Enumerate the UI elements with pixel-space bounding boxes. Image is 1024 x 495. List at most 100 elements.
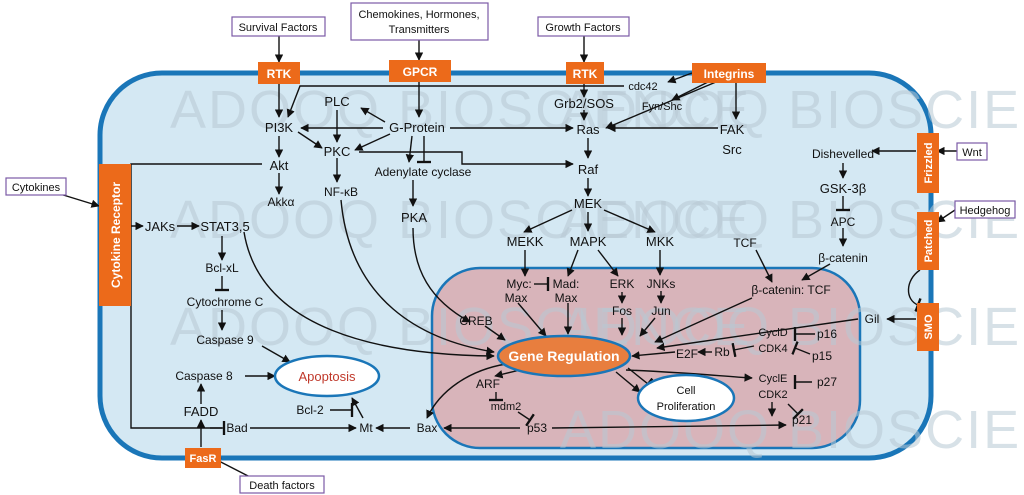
node-cdk2: CDK2 (758, 389, 787, 401)
box-death-factors: Death factors (239, 475, 325, 494)
watermark: ADOOQ BIOSCIENCE (170, 80, 751, 140)
node-fyn-shc: Fyn/Shc (642, 101, 683, 113)
node-jnks: JNKs (647, 277, 676, 291)
node-erk: ERK (610, 277, 635, 291)
watermark: ADOOQ BIOSCIENCE (170, 190, 751, 250)
svg-text:GPCR: GPCR (403, 65, 438, 79)
node-dishevelled: Dishevelled (812, 147, 874, 161)
node-mekk: MEKK (507, 234, 544, 249)
svg-text:Death factors: Death factors (249, 480, 315, 492)
box-hedgehog: Hedgehog (954, 200, 1016, 219)
node-cycld: CyclD (758, 327, 787, 339)
node-cytochrome-c: Cytochrome C (187, 295, 264, 309)
node-cdc42: cdc42 (628, 81, 657, 93)
node-p16: p16 (817, 327, 837, 341)
node-adenylate-cyclase: Adenylate cyclase (375, 165, 472, 179)
svg-text:Gene Regulation: Gene Regulation (508, 348, 619, 364)
svg-text:Hedgehog: Hedgehog (960, 205, 1011, 217)
node-nfkb: NF-κB (324, 185, 358, 199)
box-cytokines: Cytokines (5, 177, 67, 196)
node-mdm2: mdm2 (491, 401, 522, 413)
node-gil: Gil (865, 312, 880, 326)
node-b-catenin: β-catenin (818, 251, 868, 265)
node-b-catenin-tcf: β-catenin: TCF (751, 283, 830, 297)
node-akka: Akkα (268, 195, 295, 209)
watermark: ADOOQ BIOSCIENCE (560, 400, 1024, 460)
node-myc: Myc: (506, 277, 531, 291)
node-rb: Rb (714, 345, 730, 359)
node-raf: Raf (578, 162, 599, 177)
node-stat: STAT3,5 (200, 219, 249, 234)
node-arf: ARF (476, 377, 500, 391)
gene-regulation-node: Gene Regulation (496, 334, 632, 378)
node-mkk: MKK (646, 234, 675, 249)
svg-text:RTK: RTK (573, 67, 598, 81)
box-chemokines: Chemokines, Hormones, Transmitters (350, 2, 489, 41)
svg-text:Transmitters: Transmitters (389, 24, 450, 36)
svg-text:Cytokine Receptor: Cytokine Receptor (109, 182, 123, 288)
receptor-frizzled: Frizzled (917, 133, 939, 193)
receptor-rtk: RTK (258, 62, 300, 84)
svg-text:Frizzled: Frizzled (923, 143, 935, 184)
node-pi3k: PI3K (265, 120, 294, 135)
receptor-cytokine: Cytokine Receptor (99, 164, 131, 306)
node-bcl-xl: Bcl-xL (205, 261, 239, 275)
node-e2f: E2F (676, 347, 698, 361)
node-fos: Fos (612, 304, 632, 318)
svg-text:Cytokines: Cytokines (12, 182, 61, 194)
node-caspase-9: Caspase 9 (196, 333, 254, 347)
receptor-rtk: RTK (566, 62, 604, 84)
node-creb: CREB (459, 314, 492, 328)
svg-text:Survival Factors: Survival Factors (239, 22, 318, 34)
node-jun: Jun (651, 304, 670, 318)
receptor-fasr: FasR (185, 448, 221, 468)
node-ras: Ras (576, 122, 600, 137)
svg-text:RTK: RTK (267, 67, 292, 81)
node-gsk-3b: GSK-3β (820, 181, 867, 196)
node-fak: FAK (720, 122, 745, 137)
pathway-arrows (59, 36, 957, 479)
node-labels: PI3K PLC G-Protein PKC Akt Akkα NF-κB Ad… (145, 81, 880, 435)
node-tcf: TCF (733, 236, 756, 250)
node-mek: MEK (574, 196, 603, 211)
node-mad: Mad: (553, 277, 580, 291)
node-bad: Bad (226, 421, 247, 435)
receptor-smo: SMO (917, 303, 939, 351)
node-jaks: JAKs (145, 219, 176, 234)
node-g-protein: G-Protein (389, 120, 445, 135)
node-pkc: PKC (324, 144, 351, 159)
node-max: Max (505, 291, 528, 305)
svg-text:Proliferation: Proliferation (657, 401, 716, 413)
receptor-integrins: Integrins (692, 63, 766, 83)
svg-text:Wnt: Wnt (962, 147, 982, 159)
node-p53: p53 (527, 421, 547, 435)
node-src: Src (722, 142, 742, 157)
node-pka: PKA (401, 210, 427, 225)
receptor-gpcr: GPCR (389, 60, 451, 82)
svg-text:Chemokines, Hormones,: Chemokines, Hormones, (358, 9, 479, 21)
node-cdk4: CDK4 (758, 343, 787, 355)
svg-text:Patched: Patched (923, 220, 935, 263)
node-mapk: MAPK (570, 234, 607, 249)
box-wnt: Wnt (956, 142, 988, 161)
apoptosis-node: Apoptosis (273, 354, 381, 398)
svg-text:FasR: FasR (190, 453, 217, 465)
watermark: ADOOQ BIOSCIENCE (560, 80, 1024, 140)
box-survival-factors: Survival Factors (231, 16, 326, 37)
svg-text:Cell: Cell (677, 385, 696, 397)
svg-text:Apoptosis: Apoptosis (298, 369, 356, 384)
watermark: ADOOQ BIOSCIENCE (560, 190, 1024, 250)
node-fadd: FADD (184, 404, 219, 419)
node-cycle: CyclE (759, 373, 788, 385)
svg-text:Integrins: Integrins (704, 67, 755, 81)
node-apc: APC (831, 215, 856, 229)
node-p15: p15 (812, 349, 832, 363)
node-mt: Mt (359, 421, 373, 435)
node-grb2-sos: Grb2/SOS (554, 96, 614, 111)
nucleus (430, 266, 862, 450)
svg-text:Growth Factors: Growth Factors (545, 22, 621, 34)
receptor-patched: Patched (917, 212, 939, 270)
node-akt: Akt (270, 158, 289, 173)
svg-text:SMO: SMO (923, 314, 935, 340)
